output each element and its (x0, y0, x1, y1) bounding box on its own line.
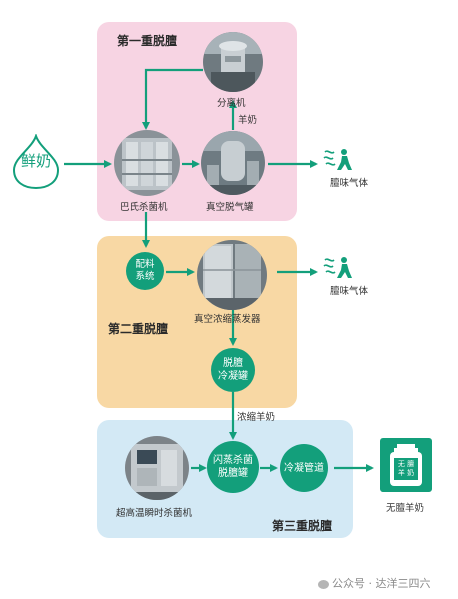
batching-system-node: 配料 系统 (126, 252, 164, 290)
stage2-title: 第二重脱膻 (108, 322, 169, 336)
final-product-label: 无膻羊奶 (386, 503, 425, 514)
condenser-label-line2: 冷凝罐 (218, 371, 248, 382)
fresh-milk-label: 鲜奶 (20, 152, 51, 170)
uht-label: 超高温瞬时杀菌机 (116, 508, 193, 519)
flash-label-line2: 脱膻罐 (218, 468, 248, 479)
wechat-icon (318, 579, 329, 589)
watermark: 公众号 · 达洋三四六 (318, 575, 431, 591)
stage3-title: 第三重脱膻 (272, 519, 333, 533)
vacuum-degasser-photo (201, 131, 265, 195)
flash-deodor-node: 闪蒸杀菌 脱膻罐 (207, 441, 259, 493)
separator-label: 分离机 (217, 98, 246, 109)
condense-pipe-node: 冷凝管道 (280, 444, 328, 492)
condense-pipe-label: 冷凝管道 (284, 462, 324, 474)
deodor-condenser-node: 脱膻 冷凝罐 (211, 348, 255, 392)
jar-icon (390, 444, 422, 486)
odor-gas-label-1: 膻味气体 (330, 178, 369, 189)
stage1-title: 第一重脱膻 (117, 34, 178, 48)
arrow-separator-to-pasteurizer (142, 68, 203, 130)
odor-gas-label-2: 膻味气体 (330, 286, 369, 297)
jar-label-text: 无 膻 羊 奶 (397, 460, 415, 477)
vacuum-degasser-label: 真空脱气罐 (206, 202, 254, 213)
condenser-label-line1: 脱膻 (223, 358, 243, 369)
concentrated-milk-edge-label: 浓缩羊奶 (237, 412, 276, 423)
goat-milk-edge-label: 羊奶 (238, 115, 258, 126)
separator-photo (203, 32, 263, 92)
vacuum-evaporator-label: 真空浓缩蒸发器 (194, 314, 261, 325)
pasteurizer-label: 巴氏杀菌机 (120, 202, 168, 213)
watermark-text: 公众号 · 达洋三四六 (332, 577, 431, 590)
final-product-box: 无 膻 羊 奶 (380, 438, 432, 492)
flash-label-line1: 闪蒸杀菌 (213, 455, 253, 466)
uht-photo (125, 436, 189, 500)
pasteurizer-photo (114, 130, 180, 196)
odor-gas-icon-2 (323, 257, 352, 278)
milk-drop-icon (12, 134, 60, 190)
vacuum-evaporator-photo (197, 240, 267, 310)
odor-gas-icon-1 (323, 149, 352, 170)
batching-label-line1: 配料 (135, 259, 155, 270)
batching-label-line2: 系统 (135, 271, 155, 282)
